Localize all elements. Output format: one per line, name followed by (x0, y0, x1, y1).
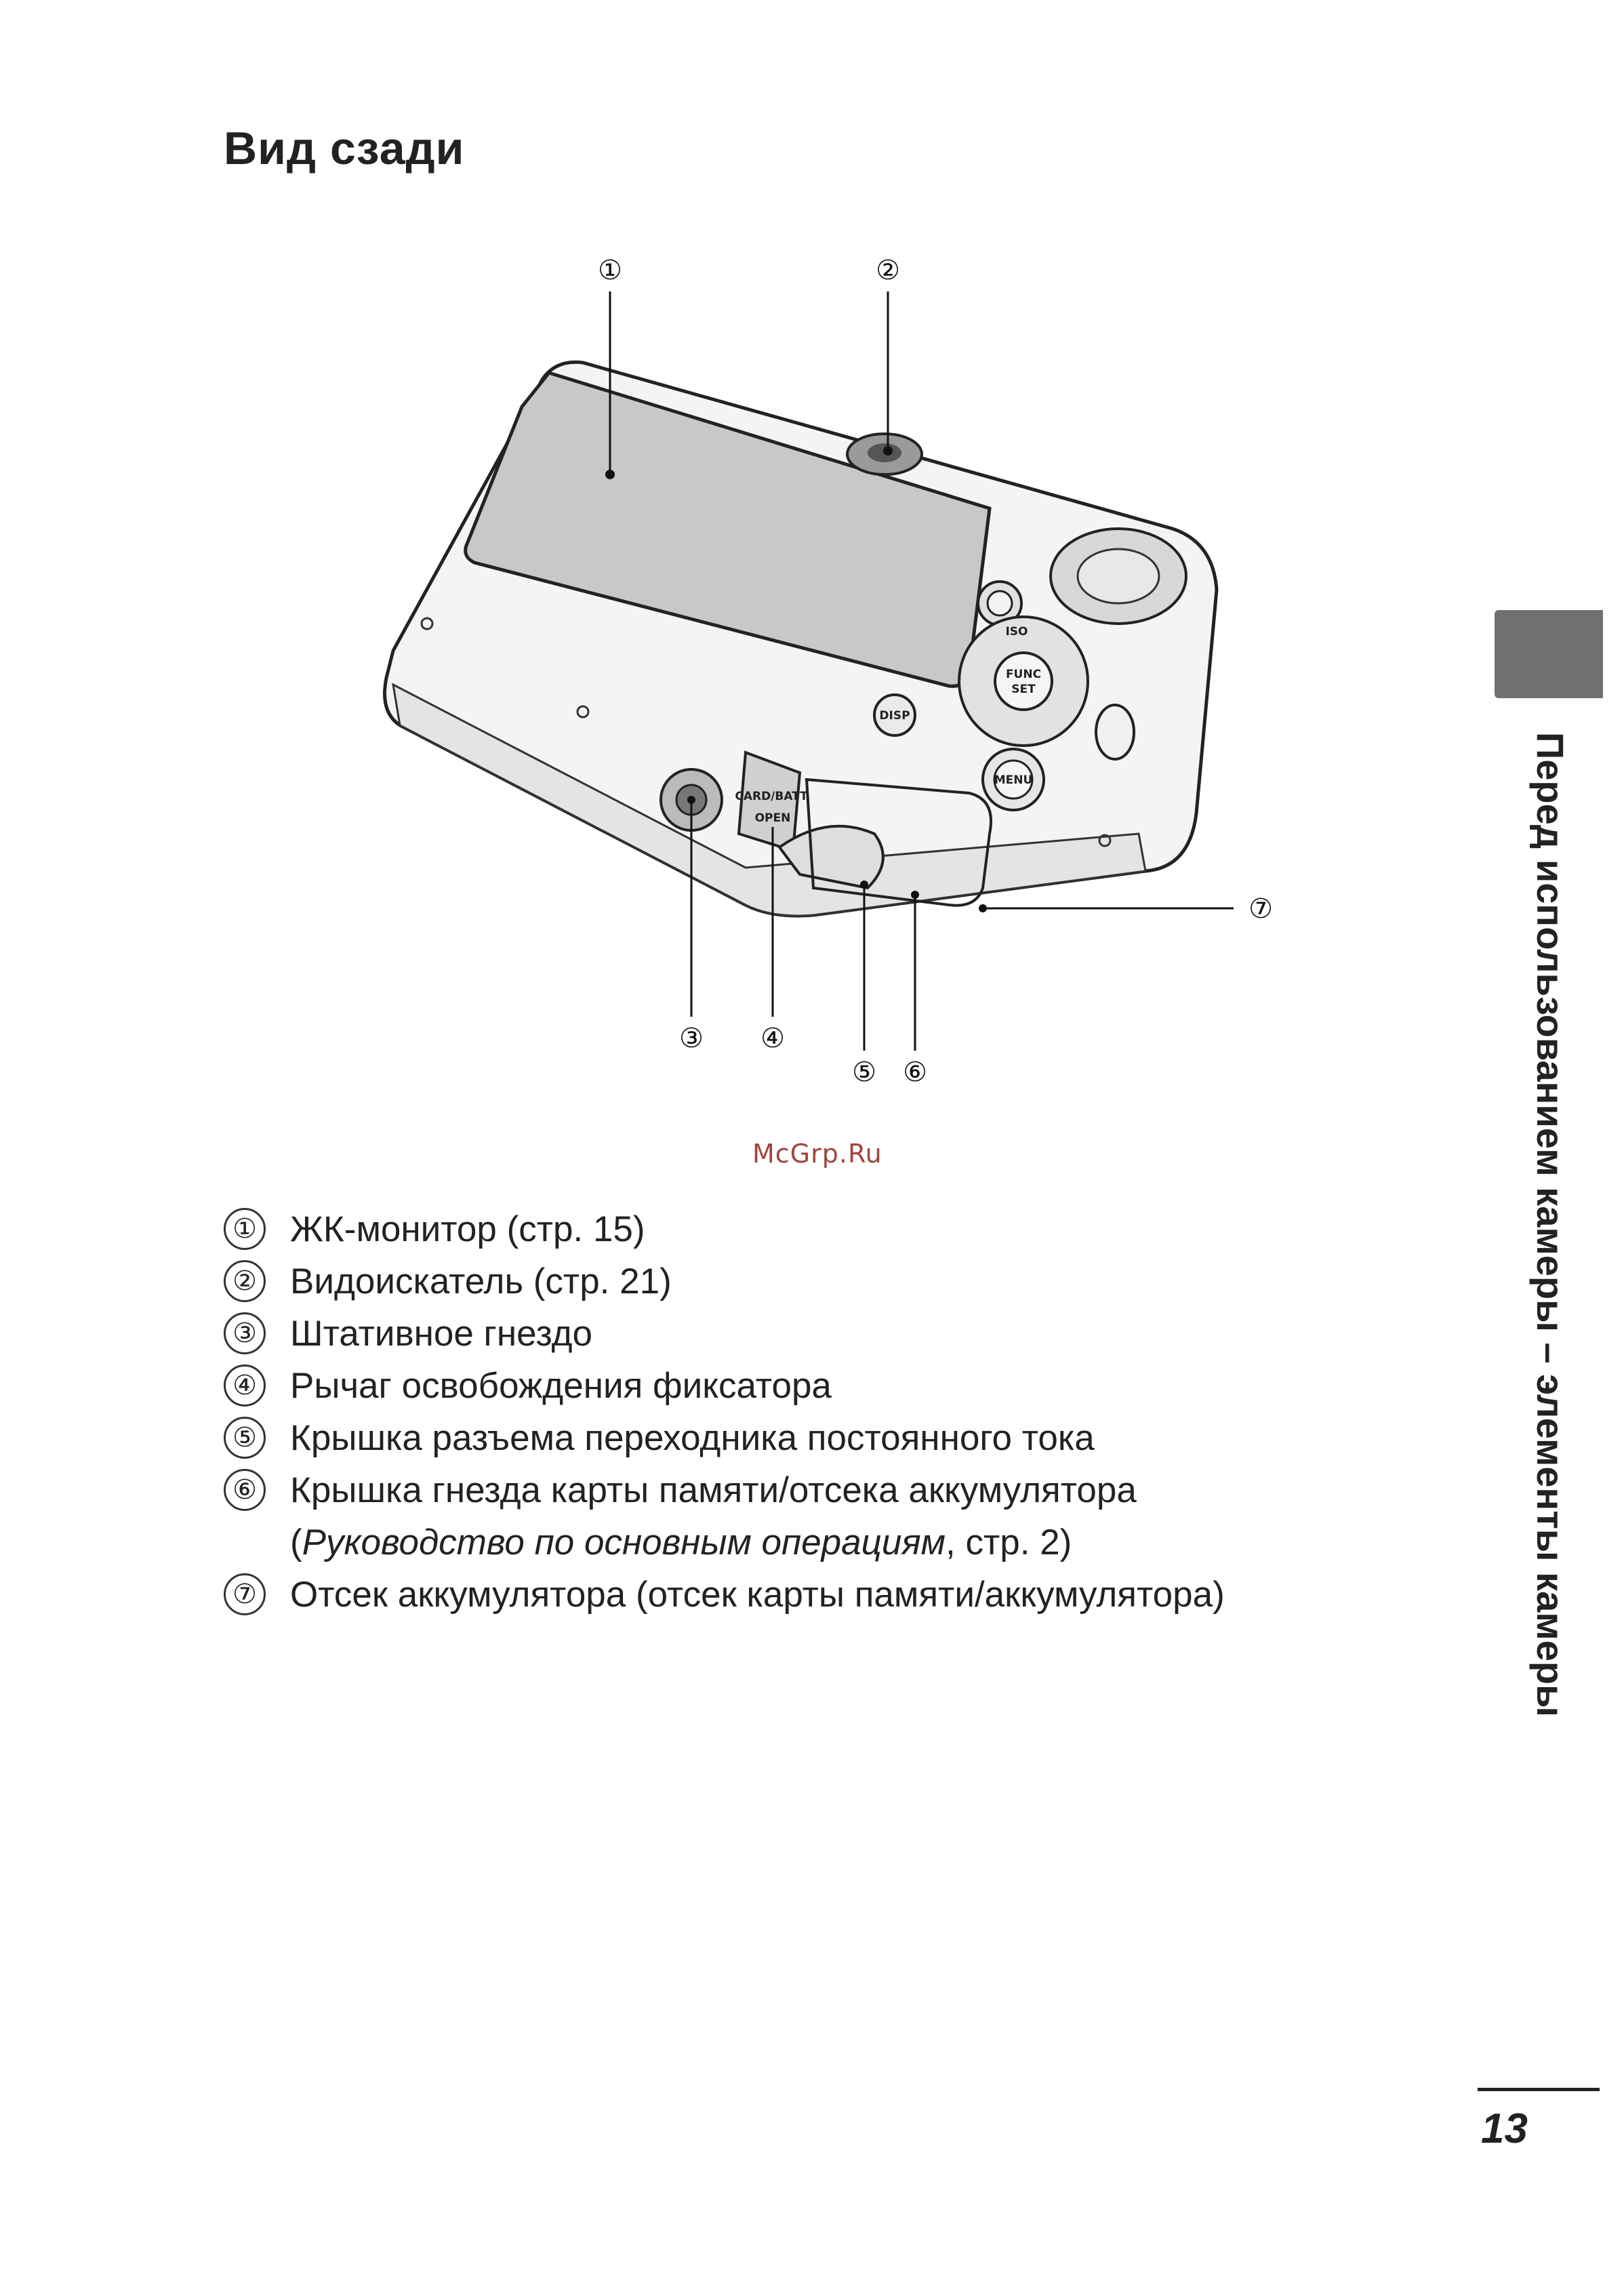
set-label: SET (1011, 683, 1036, 696)
iso-label: ISO (1005, 625, 1028, 639)
camera-rear-view-figure: FUNC SET ISO DISP MENU CARD/BATT. OPEN (339, 237, 1328, 1139)
legend-item-6-reference: (Руководство по основным операциям, стр.… (224, 1516, 1308, 1569)
leader-lines (609, 291, 1234, 1051)
legend-item-4: ④ Рычаг освобождения фиксатора (224, 1360, 1308, 1412)
func-label: FUNC (1006, 668, 1041, 681)
parts-legend: ① ЖК-монитор (стр. 15) ② Видоискатель (с… (224, 1203, 1308, 1621)
legend-text: Штативное гнездо (290, 1314, 592, 1354)
card-batt-label: CARD/BATT. (735, 790, 810, 803)
legend-marker: ⑤ (224, 1417, 266, 1459)
legend-item-3: ③ Штативное гнездо (224, 1308, 1308, 1360)
callout-5: ⑤ (852, 1057, 876, 1088)
disp-label: DISP (879, 709, 910, 723)
open-label: OPEN (755, 811, 791, 825)
legend-marker: ⑥ (224, 1469, 266, 1511)
reference-title: Руководство по основным операциям (302, 1522, 946, 1562)
legend-text: Крышка гнезда карты памяти/отсека аккуму… (290, 1470, 1137, 1510)
callout-6: ⑥ (903, 1057, 927, 1088)
legend-marker: ③ (224, 1312, 266, 1354)
callout-1: ① (598, 255, 622, 286)
legend-text: Отсек аккумулятора (отсек карты памяти/а… (290, 1575, 1225, 1615)
legend-marker: ② (224, 1260, 266, 1302)
legend-item-7: ⑦ Отсек аккумулятора (отсек карты памяти… (224, 1569, 1308, 1621)
callout-3: ③ (679, 1023, 704, 1054)
legend-text: Видоискатель (стр. 21) (290, 1261, 672, 1301)
footer-rule (1478, 2088, 1600, 2091)
legend-item-6: ⑥ Крышка гнезда карты памяти/отсека акку… (224, 1464, 1308, 1516)
section-tab (1495, 610, 1603, 698)
legend-item-2: ② Видоискатель (стр. 21) (224, 1255, 1308, 1308)
callout-7: ⑦ (1249, 893, 1273, 925)
legend-text: Крышка разъема переходника постоянного т… (290, 1418, 1095, 1458)
dc-coupler-cover (777, 824, 885, 890)
page-title: Вид сзади (224, 123, 465, 174)
legend-item-5: ⑤ Крышка разъема переходника постоянного… (224, 1412, 1308, 1464)
legend-text: ЖК-монитор (стр. 15) (290, 1209, 645, 1249)
reference-page: , стр. 2) (946, 1522, 1072, 1562)
reference-open-paren: ( (290, 1522, 302, 1562)
callout-4: ④ (760, 1023, 785, 1054)
callout-2: ② (876, 255, 900, 286)
legend-marker: ① (224, 1208, 266, 1250)
strap-mount (1095, 704, 1135, 761)
section-title: Перед использованием камеры – элементы к… (1529, 732, 1572, 1717)
page-number: 13 (1481, 2105, 1528, 2152)
legend-marker: ④ (224, 1365, 266, 1407)
func-set-button (994, 651, 1053, 711)
watermark: McGrp.Ru (752, 1139, 882, 1169)
legend-item-1: ① ЖК-монитор (стр. 15) (224, 1203, 1308, 1255)
legend-text: Рычаг освобождения фиксатора (290, 1366, 832, 1406)
menu-label: MENU (994, 773, 1033, 787)
battery-cover (805, 777, 992, 907)
camera-illustration: FUNC SET ISO DISP MENU CARD/BATT. OPEN (383, 255, 1273, 1088)
legend-marker: ⑦ (224, 1573, 266, 1615)
disp-button (873, 693, 916, 737)
